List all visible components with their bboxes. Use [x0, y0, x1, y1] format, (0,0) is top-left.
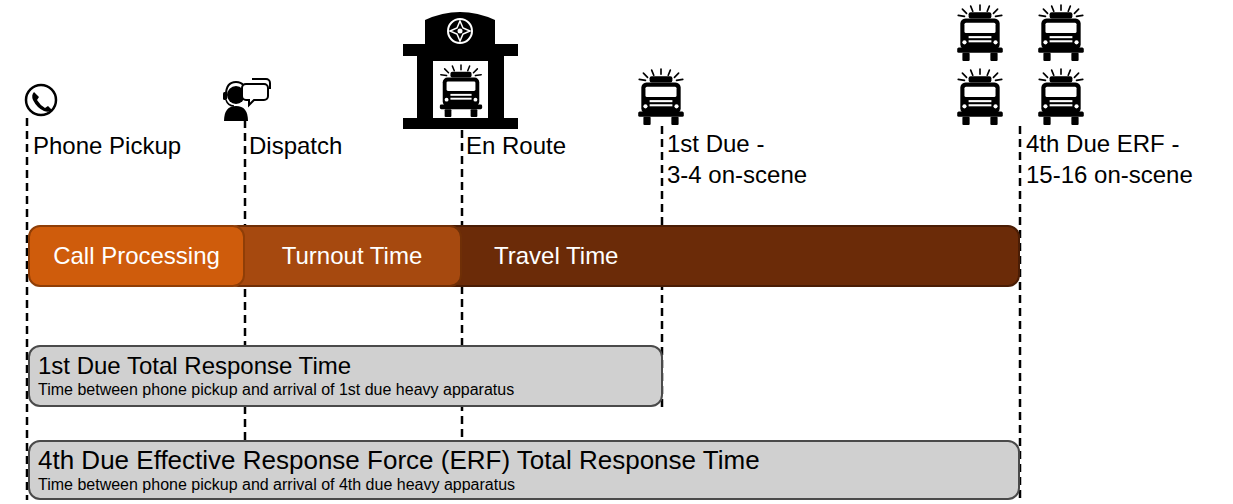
box-heading: 4th Due Effective Response Force (ERF) T…	[38, 445, 760, 475]
fire-station	[403, 12, 518, 129]
box-heading: Call Processing	[53, 242, 220, 270]
fire-truck-icon	[957, 69, 1003, 125]
milestone-line	[26, 118, 29, 500]
fire-truck-icon	[957, 5, 1003, 61]
box-description: Time between phone pickup and arrival of…	[38, 380, 514, 400]
box-heading: 1st Due Total Response Time	[38, 352, 351, 380]
milestone-label: Phone Pickup	[33, 130, 181, 161]
phase-band: Turnout Time	[226, 225, 462, 287]
box-heading: Turnout Time	[282, 242, 423, 270]
fire-truck-icon	[1038, 69, 1084, 125]
dispatcher-icon	[223, 79, 270, 121]
milestone-label: 4th Due ERF -15-16 on-scene	[1026, 128, 1193, 190]
milestone-label: Dispatch	[249, 130, 342, 161]
fire-truck-icon	[1038, 5, 1084, 61]
fire-truck-icon	[638, 69, 684, 125]
response-time-box: 4th Due Effective Response Force (ERF) T…	[28, 440, 1020, 500]
milestone-label: En Route	[466, 130, 566, 161]
milestone-line	[1019, 126, 1022, 500]
box-description: Time between phone pickup and arrival of…	[38, 475, 515, 495]
phase-band: Travel Time	[440, 225, 1020, 287]
phone-icon	[26, 85, 56, 115]
response-time-box: 1st Due Total Response TimeTime between …	[28, 345, 663, 407]
milestone-label: 1st Due -3-4 on-scene	[667, 128, 807, 190]
phase-band: Call Processing	[28, 225, 245, 287]
box-heading: Travel Time	[494, 242, 618, 270]
fire-truck-icon	[440, 65, 482, 117]
